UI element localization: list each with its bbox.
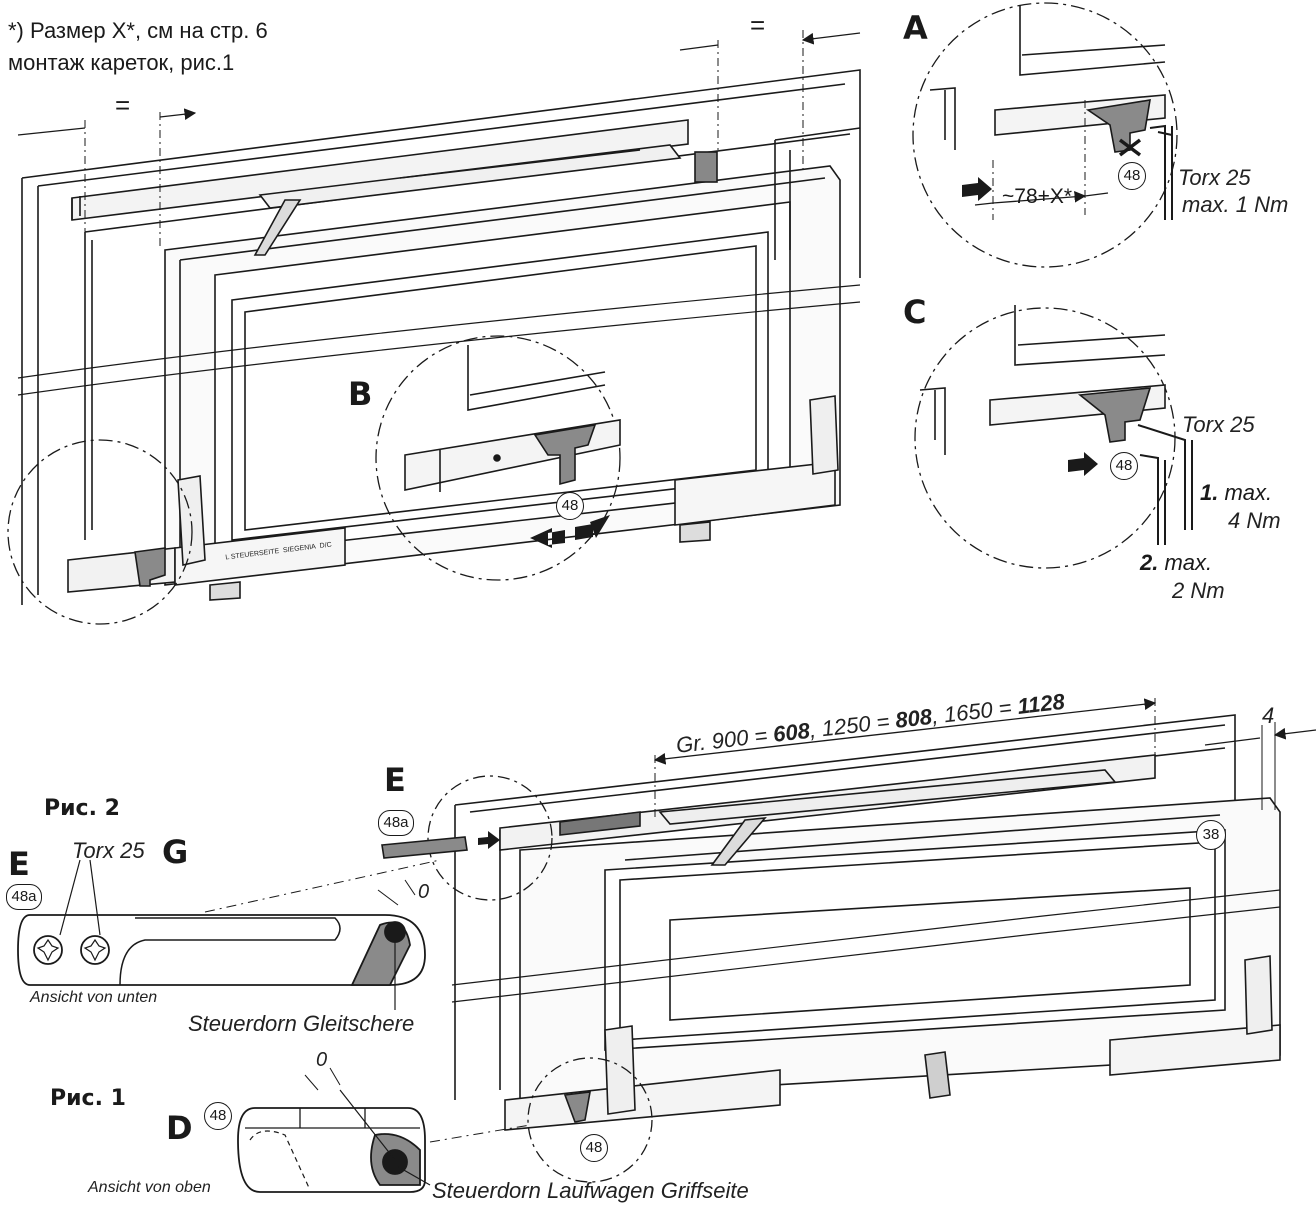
detail-c (914, 305, 1193, 569)
top-window-assembly (7, 30, 861, 625)
part-48a-insert-arrow (478, 831, 500, 849)
note-line-2: монтаж кареток, рис.1 (8, 50, 235, 75)
top-dim-right (679, 33, 861, 50)
part-number-48-c: 48 (1110, 452, 1138, 480)
detail-a-tool: Torx 25 (1178, 165, 1251, 190)
dim-value-1: 608 (771, 717, 812, 747)
detail-b-arrow-left (530, 528, 565, 548)
detail-a-circle (912, 2, 1178, 268)
part-number-48a-top: 48a (378, 810, 414, 836)
detail-label-a: A (903, 9, 928, 47)
dim-value-2: 808 (893, 703, 934, 733)
detail-label-e-top: E (384, 761, 406, 799)
detail-label-b: B (348, 375, 373, 413)
fig1-zero: 0 (316, 1049, 328, 1071)
fig2-tool: Torx 25 (72, 838, 145, 863)
bottom-window-assembly (204, 698, 1316, 1183)
bottom-gap-dimension (1204, 730, 1316, 745)
detail-c-step-2-text: max. (1164, 550, 1213, 575)
fig1-pin-label: Steuerdorn Laufwagen Griffseite (432, 1178, 749, 1203)
detail-c-torx-key-1 (1137, 424, 1193, 530)
detail-c-push-arrow (1068, 452, 1098, 476)
detail-label-c: C (903, 293, 927, 331)
fig2-pin-label: Steuerdorn Gleitschere (188, 1011, 415, 1036)
fig1-part-48: 48 (204, 1102, 232, 1130)
part-number-48-a: 48 (1118, 162, 1146, 190)
fig2-screw-1 (33, 935, 63, 965)
top-right-carriage (674, 461, 836, 526)
part-number-38: 38 (1196, 820, 1226, 850)
detail-b-circle (375, 335, 621, 581)
fig2-view-label: Ansicht von unten (30, 989, 158, 1006)
fig2-part-48a: 48a (6, 884, 42, 910)
detail-c-step-1-num: 1. (1200, 480, 1219, 505)
fig1-title: Рис. 1 (50, 1086, 126, 1111)
fig2-title: Рис. 2 (44, 796, 120, 821)
detail-c-step-2-num: 2. (1140, 550, 1159, 575)
top-break-line (17, 284, 861, 379)
fig1-label-d: D (166, 1109, 193, 1147)
detail-a-dimension: ~78+X* (1002, 185, 1073, 208)
bottom-right-carriage (1109, 1024, 1281, 1076)
detail-c-circle (914, 307, 1176, 569)
detail-a-push-arrow (962, 177, 992, 201)
equal-sign-left: = (115, 90, 131, 120)
dim-value-3: 1128 (1016, 688, 1066, 719)
bottom-break-line (451, 889, 1281, 986)
detail-c-step-1: 1. max. (1200, 482, 1272, 504)
detail-b (375, 335, 621, 581)
part-48a-slider (381, 836, 468, 859)
detail-c-step-1-value: 4 Nm (1228, 508, 1281, 533)
detail-c-step-2-value: 2 Nm (1172, 578, 1225, 603)
detail-a-torque: max. 1 Nm (1182, 192, 1289, 217)
detail-c-step-1-text: max. (1224, 480, 1273, 505)
top-outer-frame (21, 69, 861, 605)
stamp-dc: D/C (319, 541, 333, 550)
detail-a-dimension-line (974, 193, 1109, 205)
fig2-label-e: E (8, 845, 30, 883)
fig1-view-label: Ansicht von oben (88, 1179, 211, 1196)
fig2-zero: 0 (418, 881, 430, 903)
detail-circle-lower-left (7, 439, 193, 625)
detail-a (912, 2, 1178, 268)
fig2-label-g: G (162, 833, 189, 871)
fig2-screw-2 (80, 935, 110, 965)
bottom-scissor-arm (658, 769, 1117, 825)
detail-b-arrow-right (575, 515, 610, 540)
detail-a-torx-key (1149, 124, 1173, 220)
detail-c-torx-key-2 (1139, 454, 1166, 545)
fig1-carriage-drawing (237, 1067, 431, 1193)
detail-d-circle (527, 1057, 653, 1183)
detail-e-circle (427, 775, 553, 901)
bottom-main-dimension (653, 698, 1157, 765)
detail-c-step-2: 2. max. (1140, 552, 1212, 574)
bottom-gap-value: 4 (1262, 703, 1275, 728)
fig2-slider-drawing (17, 859, 426, 1010)
part-number-48-b: 48 (556, 492, 584, 520)
top-dim-left (17, 113, 195, 136)
equal-sign-right: = (750, 10, 766, 40)
note-line-1: *) Размер X*, см на стр. 6 (8, 18, 268, 43)
detail-c-tool: Torx 25 (1182, 412, 1255, 437)
part-number-48-bottom: 48 (580, 1134, 608, 1162)
